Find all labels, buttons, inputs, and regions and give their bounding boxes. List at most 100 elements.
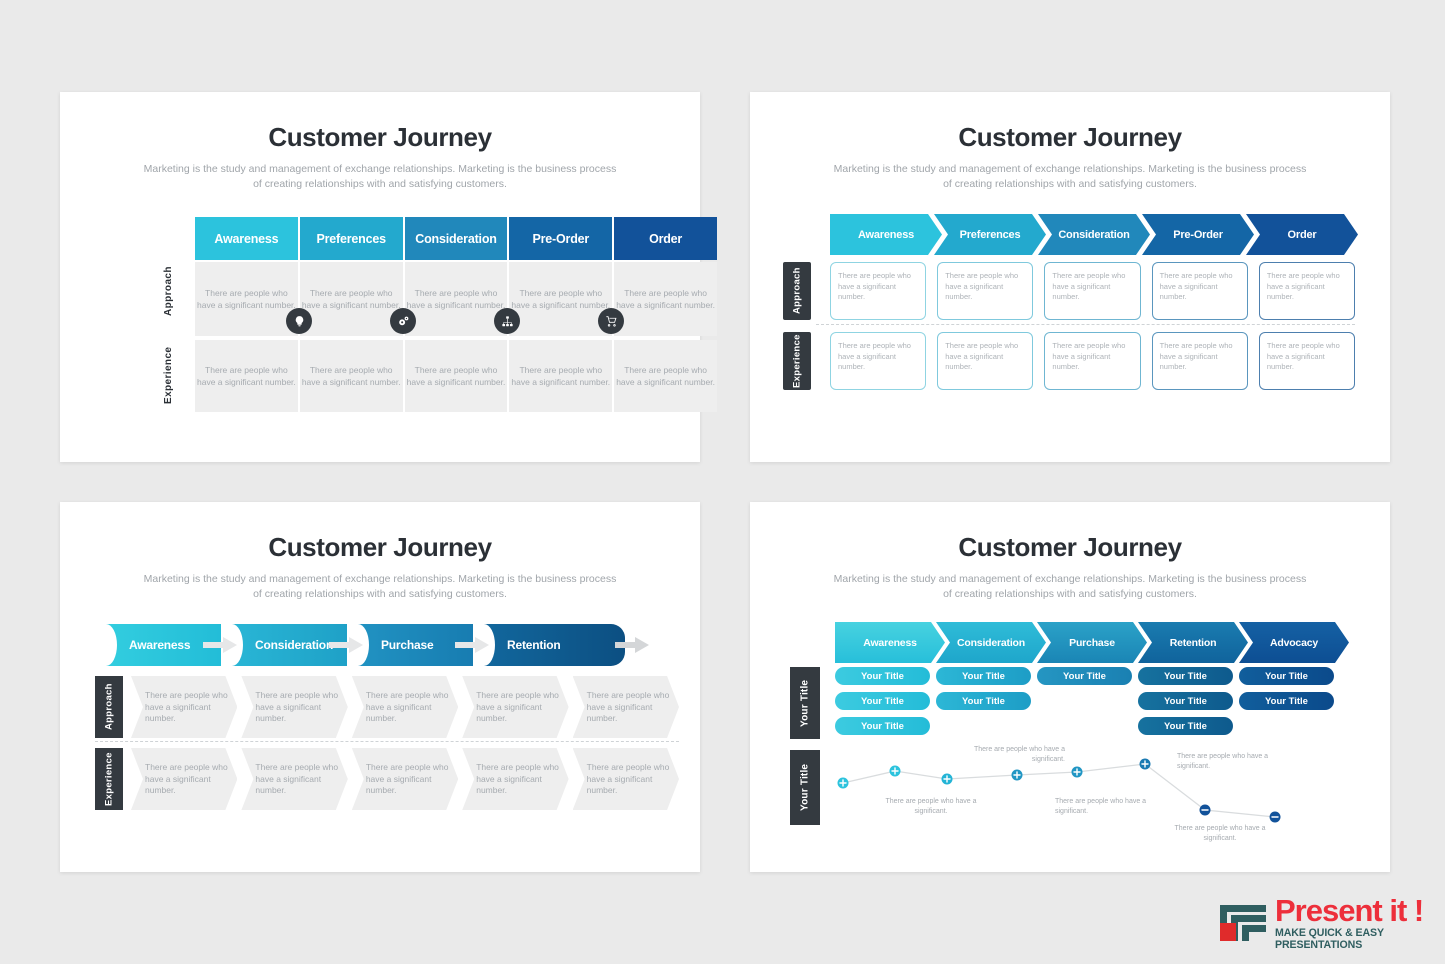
card[interactable]: There are people who have a significant … (1044, 262, 1141, 320)
table-cell[interactable]: There are people who have a significant … (509, 340, 613, 412)
present-it-logo: Present it ! MAKE QUICK & EASY PRESENTAT… (1218, 893, 1445, 951)
pill-label: Your Title (1265, 670, 1308, 682)
slide-2-customer-journey-cards[interactable]: Customer Journey Marketing is the study … (750, 92, 1390, 462)
slide-2-subtitle: Marketing is the study and management of… (833, 163, 1307, 190)
slide-2-stage-pre-order[interactable]: Pre-Order (1142, 214, 1254, 255)
card-text: There are people who have a significant … (945, 341, 1019, 371)
card-text: There are people who have a significant … (1159, 271, 1233, 301)
card[interactable]: There are people who have a significant … (1151, 262, 1248, 320)
cell-text: There are people who have a significant … (197, 288, 296, 310)
flow-cell[interactable]: There are people who have a significant … (573, 676, 679, 738)
flow-cell[interactable]: There are people who have a significant … (131, 676, 237, 738)
table-cell[interactable]: There are people who have a significant … (509, 262, 613, 336)
slide-4-stage-label-1: Consideration (957, 636, 1025, 649)
cell-text: There are people who have a significant … (365, 690, 449, 723)
card[interactable]: There are people who have a significant … (937, 262, 1034, 320)
pill-button[interactable]: Your Title (1138, 667, 1233, 685)
flow-cell[interactable]: There are people who have a significant … (241, 676, 347, 738)
card-text: There are people who have a significant … (945, 271, 1019, 301)
slide-4-stage-advocacy[interactable]: Advocacy (1239, 622, 1349, 663)
line-chart-svg (837, 758, 1281, 823)
pill-button[interactable]: Your Title (936, 667, 1031, 685)
card[interactable]: There are people who have a significant … (830, 332, 927, 390)
pill-button[interactable]: Your Title (1239, 692, 1334, 710)
slide-4-line-chart[interactable]: There are people who have a significant.… (835, 746, 1355, 842)
slide-2-stage-consideration[interactable]: Consideration (1038, 214, 1150, 255)
table-cell[interactable]: There are people who have a significant … (195, 262, 298, 336)
slide-4-title: Customer Journey (958, 532, 1182, 562)
pill-button[interactable]: Your Title (936, 692, 1031, 710)
flow-cell[interactable]: There are people who have a significant … (352, 748, 458, 810)
gears-icon[interactable] (390, 308, 416, 334)
table-cell[interactable]: There are people who have a significant … (404, 340, 508, 412)
slide-1-row-label-approach: Approach (163, 266, 174, 316)
table-cell[interactable]: There are people who have a significant … (299, 262, 403, 336)
table-cell[interactable]: There are people who have a significant … (404, 262, 508, 336)
card[interactable]: There are people who have a significant … (1258, 262, 1356, 320)
table-cell[interactable]: There are people who have a significant … (614, 340, 717, 412)
pill-button[interactable]: Your Title (1138, 717, 1233, 735)
slide-3-stage-label-1: Consideration (255, 638, 334, 652)
pill-button[interactable]: Your Title (835, 692, 930, 710)
slide-4-stage-consideration[interactable]: Consideration (936, 622, 1046, 663)
slide-1-approach-row: There are people who have a significant … (195, 262, 717, 336)
slide-4-stage-awareness[interactable]: Awareness (835, 622, 945, 663)
slide-1-stage-header-row: Awareness Preferences Consideration Pre-… (195, 217, 717, 260)
slide-1-stage-label-4: Order (649, 231, 683, 246)
slide-4-customer-journey-chart[interactable]: Customer Journey Marketing is the study … (750, 502, 1390, 872)
card-text: There are people who have a significant … (1052, 271, 1126, 301)
slide-1-stage-order[interactable]: Order (614, 217, 717, 260)
slide-1-stage-consideration[interactable]: Consideration (404, 217, 508, 260)
slide-1-stage-preferences[interactable]: Preferences (299, 217, 403, 260)
card[interactable]: There are people who have a significant … (1044, 332, 1141, 390)
slide-1-stage-label-1: Preferences (316, 231, 387, 246)
card[interactable]: There are people who have a significant … (830, 262, 927, 320)
shopping-cart-icon[interactable] (598, 308, 624, 334)
slide-4-row-label-top: Your Title (790, 667, 820, 739)
flow-cell[interactable]: There are people who have a significant … (131, 748, 237, 810)
flow-cell[interactable]: There are people who have a significant … (462, 748, 568, 810)
flow-cell[interactable]: There are people who have a significant … (352, 676, 458, 738)
slide-3-experience-row: There are people who have a significant … (131, 748, 679, 810)
slide-1-experience-row: There are people who have a significant … (195, 340, 717, 412)
table-cell[interactable]: There are people who have a significant … (195, 340, 298, 412)
slide-1-stage-pre-order[interactable]: Pre-Order (509, 217, 613, 260)
flow-cell[interactable]: There are people who have a significant … (241, 748, 347, 810)
slide-4-diagram: Awareness Consideration Purchase Retenti… (783, 622, 1368, 852)
slide-4-stage-label-0: Awareness (863, 636, 917, 649)
card-text: There are people who have a significant … (838, 271, 911, 301)
card-text: There are people who have a significant … (1266, 341, 1340, 371)
table-cell[interactable]: There are people who have a significant … (614, 262, 717, 336)
slide-4-stage-retention[interactable]: Retention (1138, 622, 1248, 663)
card[interactable]: There are people who have a significant … (937, 332, 1034, 390)
pill-button[interactable]: Your Title (835, 667, 930, 685)
slide-3-stage-retention[interactable]: Retention (473, 624, 625, 666)
table-cell[interactable]: There are people who have a significant … (299, 340, 403, 412)
slide-3-stage-header-row: Awareness Consideration Purchase Retenti… (95, 624, 655, 666)
slide-1-customer-journey-table[interactable]: Customer Journey Marketing is the study … (60, 92, 717, 462)
pill-button[interactable]: Your Title (1239, 667, 1334, 685)
slide-2-stage-awareness[interactable]: Awareness (830, 214, 942, 255)
slide-1-stage-label-0: Awareness (214, 231, 279, 246)
pill-button[interactable]: Your Title (1138, 692, 1233, 710)
lightbulb-icon[interactable] (286, 308, 312, 334)
slide-3-customer-journey-flow[interactable]: Customer Journey Marketing is the study … (60, 502, 700, 872)
slide-4-stage-label-4: Advocacy (1269, 636, 1318, 649)
pill-button[interactable]: Your Title (1037, 667, 1132, 685)
slide-2-stage-preferences[interactable]: Preferences (934, 214, 1046, 255)
hierarchy-icon[interactable] (494, 308, 520, 334)
card[interactable]: There are people who have a significant … (1151, 332, 1248, 390)
card-text: There are people who have a significant … (1159, 341, 1233, 371)
slide-2-stage-order[interactable]: Order (1246, 214, 1358, 255)
flow-cell[interactable]: There are people who have a significant … (573, 748, 679, 810)
flow-cell[interactable]: There are people who have a significant … (462, 676, 568, 738)
pill-button[interactable]: Your Title (835, 717, 930, 735)
slide-3-title: Customer Journey (268, 532, 492, 562)
cell-text: There are people who have a significant … (616, 365, 715, 387)
pill-label: Your Title (962, 695, 1005, 707)
slide-4-stage-purchase[interactable]: Purchase (1037, 622, 1147, 663)
cell-text: There are people who have a significant … (586, 762, 670, 795)
cell-text: There are people who have a significant … (406, 288, 506, 310)
card[interactable]: There are people who have a significant … (1258, 332, 1356, 390)
slide-1-stage-awareness[interactable]: Awareness (195, 217, 298, 260)
